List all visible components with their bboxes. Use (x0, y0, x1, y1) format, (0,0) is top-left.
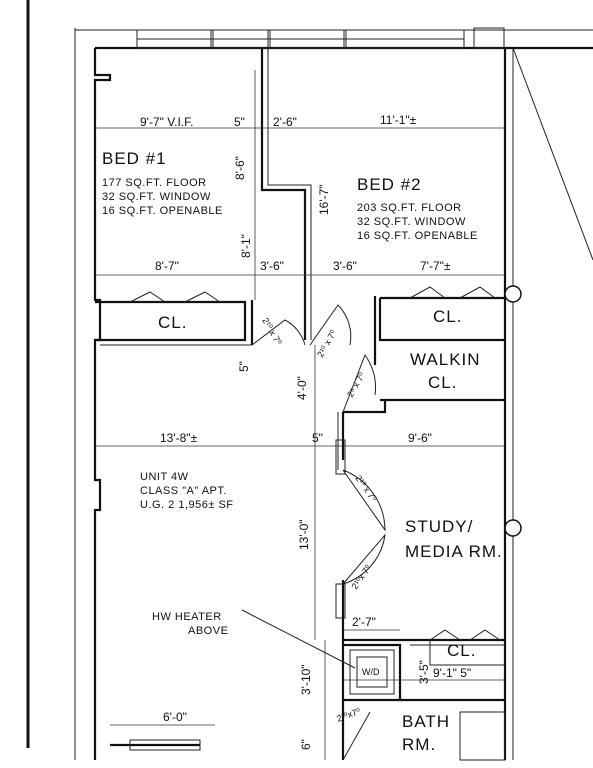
wd-label: W/D (362, 667, 380, 677)
bath-rm-label: RM. (402, 735, 436, 754)
dim-long-vert: 13'-0" (297, 519, 311, 550)
heater-label: HW HEATER (152, 611, 222, 623)
bed2-window: 32 SQ.FT. WINDOW (357, 216, 466, 228)
dim-row2-a: 8'-7" (155, 259, 179, 273)
bed1-window: 32 SQ.FT. WINDOW (102, 191, 211, 203)
door-label-4: 2¹⁰ x 7⁰ (353, 473, 378, 503)
dim-row3-b: 9'-6" (408, 431, 432, 445)
heater-leader-line (241, 609, 356, 669)
bed1-openable: 16 SQ.FT. OPENABLE (102, 205, 223, 217)
dim-bottom-6: 6" (299, 739, 313, 750)
bed1-title: BED #1 (102, 149, 167, 168)
dim-row2-c: 3'-6" (333, 259, 357, 273)
door-labels: 2¹⁰ x 7⁰ 2¹⁰ x 7⁰ 2⁸ x 7⁰ 2¹⁰ x 7⁰ 2¹⁰x … (260, 316, 379, 724)
dim-hall-vert: 16'-7" (317, 184, 331, 215)
column-marker (504, 285, 522, 303)
bath-fixture (459, 711, 506, 761)
unit-area: U.G. 2 1,956± SF (140, 499, 234, 511)
dim-row2-b: 3'-6" (260, 259, 284, 273)
dim-bed1-vert: 8'-6" (233, 156, 247, 180)
right-exterior-wall (503, 47, 593, 760)
door-swings (129, 286, 501, 761)
closet-right-label: CL. (433, 307, 462, 326)
left-exterior-wall (93, 48, 112, 760)
walkin-cl-label: CL. (428, 373, 457, 392)
dimension-labels: 9'-7" V.I.F. 5" 2'-6" 11'-1"± 8'-6" 8'-1… (140, 113, 471, 750)
bed2-openable: 16 SQ.FT. OPENABLE (357, 230, 478, 242)
bed2-title: BED #2 (357, 175, 422, 194)
dim-row3-5: 5" (312, 431, 323, 445)
dim-bed1-vert2: 8'-1" (239, 234, 253, 258)
dim-cl-width: 2'-7" (352, 615, 376, 629)
interior-walls (95, 48, 506, 761)
dim-row3-a: 13'-8"± (160, 431, 198, 445)
closet-left-label: CL. (158, 313, 187, 332)
dimension-lines (95, 70, 505, 760)
dim-top-mid: 2'-6" (273, 115, 297, 129)
heater-above-label: ABOVE (188, 625, 228, 637)
door-label-6: 2¹⁰x7⁰ (335, 706, 362, 724)
door-label-3: 2⁸ x 7⁰ (345, 370, 367, 399)
top-exterior-wall (75, 27, 593, 50)
dim-vert-310: 3'-10" (299, 664, 313, 695)
door-label-1: 2¹⁰ x 7⁰ (260, 316, 284, 347)
unit-info: UNIT 4W CLASS "A" APT. U.G. 2 1,956± SF (140, 471, 234, 511)
bed1-floor: 177 SQ.FT. FLOOR (102, 177, 207, 189)
walkin-label: WALKIN (410, 350, 481, 369)
dim-row4-b: 9'-1" 5" (433, 666, 471, 680)
column-marker (504, 519, 522, 537)
bath-label: BATH (402, 712, 450, 731)
unit-number: UNIT 4W (140, 471, 189, 483)
unit-class: CLASS "A" APT. (140, 485, 227, 497)
bed2-floor: 203 SQ.FT. FLOOR (357, 202, 462, 214)
dim-bottom-a: 6'-0" (163, 710, 187, 724)
door-label-5: 2¹⁰x 7⁰ (349, 563, 373, 591)
media-room-label: MEDIA RM. (405, 542, 503, 561)
dim-row2-d: 7'-7"± (420, 259, 451, 273)
dim-cl-vert: 3'-5" (417, 660, 431, 684)
dim-hall-4: 4'-0" (295, 376, 309, 400)
dim-top-left: 9'-7" V.I.F. (140, 115, 193, 129)
dim-top-5: 5" (234, 115, 245, 129)
room-bed1: BED #1 177 SQ.FT. FLOOR 32 SQ.FT. WINDOW… (102, 149, 223, 217)
room-bed2: BED #2 203 SQ.FT. FLOOR 32 SQ.FT. WINDOW… (357, 175, 478, 242)
dim-cl-5: 5" (237, 361, 251, 372)
study-label: STUDY/ (405, 517, 473, 536)
closet-small-label: CL. (447, 641, 476, 660)
washer-dryer-box (349, 649, 395, 695)
dim-top-right: 11'-1"± (380, 113, 417, 127)
